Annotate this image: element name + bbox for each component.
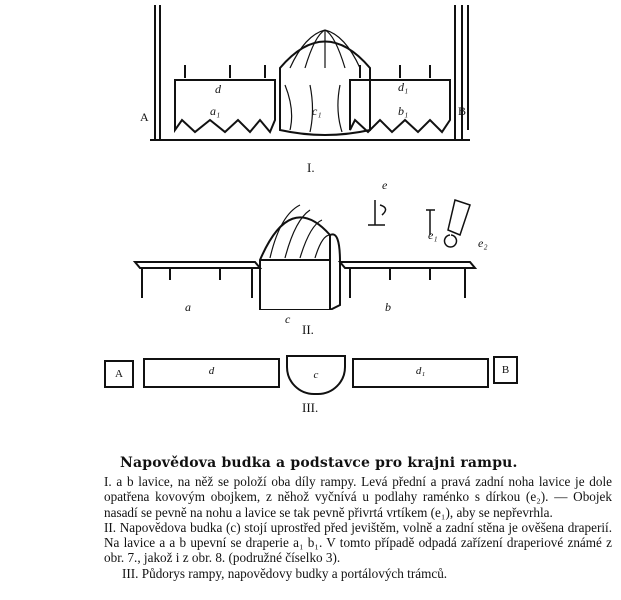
heading: Napovědova budka a podstavce pro krajni … (120, 455, 518, 471)
figure-1-caption: I. (307, 160, 315, 175)
figure-1-label-A: A (140, 110, 149, 124)
figure-2-label-b: b (385, 300, 391, 314)
figure-2-drawing (132, 199, 478, 310)
figure-1-label-b1: b₁ (398, 104, 409, 118)
figure-2-label-e1: e₁ (428, 228, 438, 242)
plan-box-c: c (286, 355, 346, 395)
figure-1-drawing (150, 5, 470, 141)
figure-2-label-c: c (285, 312, 291, 326)
figure-2-caption: II. (302, 322, 314, 337)
paragraph-1: I. a b lavice, na něž se položí oba díly… (104, 474, 612, 520)
figure-1-label-a1: a₁ (210, 104, 221, 118)
plan-box-d1: d₁ (352, 358, 489, 388)
plan-box-d: d (143, 358, 280, 388)
paragraph-2: II. Napovědova budka (c) stojí uprostřed… (104, 519, 612, 566)
figure-2-label-e: e (382, 178, 388, 192)
caption-text: I. a b lavice, na něž se položí oba díly… (104, 474, 612, 581)
figure-2-label-a: a (185, 300, 191, 314)
figure-2-label-e2: e₂ (478, 236, 488, 250)
paragraph-3: III. Půdorys rampy, napovědovy budky a p… (122, 565, 448, 581)
figure-1-label-c1: c₁ (312, 104, 322, 118)
figure-1-label-B: B (458, 104, 467, 118)
figure-3-caption: III. (302, 400, 319, 415)
plan-box-B: B (493, 356, 518, 384)
plan-box-A: A (104, 360, 134, 388)
figure-1-label-d: d (215, 82, 221, 96)
figure-1-label-d1: d₁ (398, 80, 409, 94)
